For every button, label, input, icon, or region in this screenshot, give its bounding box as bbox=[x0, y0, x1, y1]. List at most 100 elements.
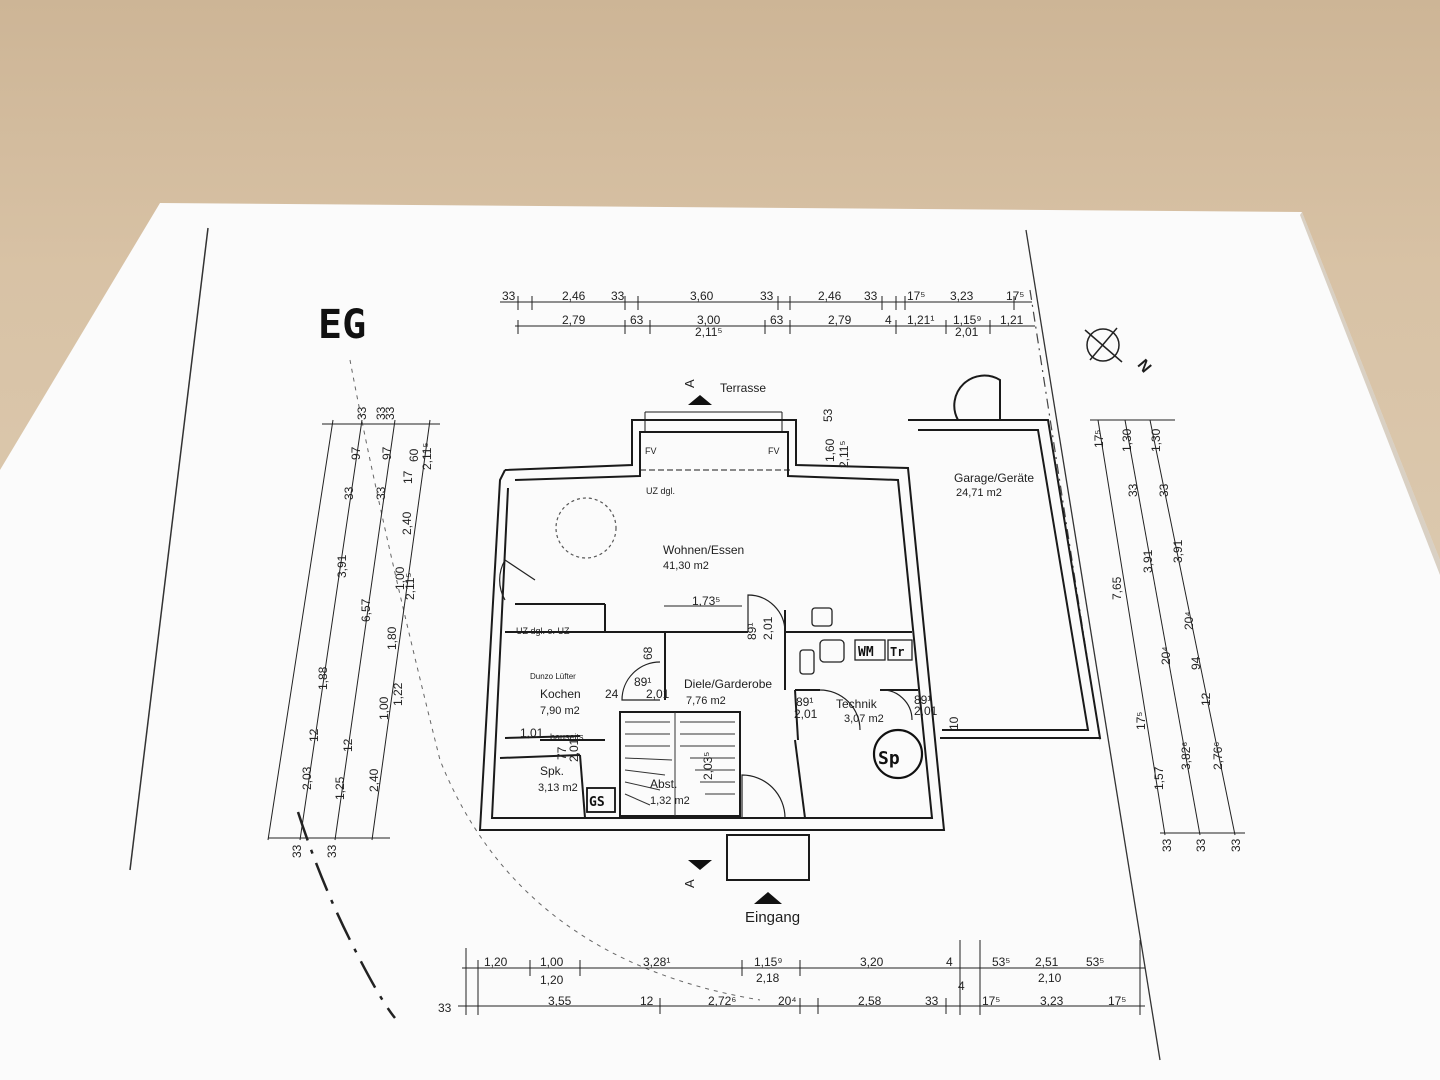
svg-text:33: 33 bbox=[374, 406, 388, 420]
svg-text:33: 33 bbox=[864, 289, 878, 303]
svg-text:Terrasse: Terrasse bbox=[720, 381, 766, 395]
svg-text:2,10: 2,10 bbox=[1038, 971, 1062, 985]
svg-text:2,01: 2,01 bbox=[794, 707, 818, 721]
svg-text:1,15⁹: 1,15⁹ bbox=[754, 955, 783, 969]
svg-text:33: 33 bbox=[925, 994, 939, 1008]
svg-text:2,40: 2,40 bbox=[367, 768, 381, 792]
svg-text:17⁵: 17⁵ bbox=[907, 289, 925, 303]
svg-text:7,65: 7,65 bbox=[1110, 576, 1124, 600]
svg-text:4: 4 bbox=[958, 979, 965, 993]
paper-shadow bbox=[1300, 212, 1440, 575]
section-mark-top: A bbox=[682, 379, 712, 405]
svg-text:12: 12 bbox=[307, 728, 321, 742]
svg-text:63: 63 bbox=[770, 313, 784, 327]
section-mark-bottom: A bbox=[682, 860, 712, 888]
svg-text:1,20: 1,20 bbox=[540, 973, 564, 987]
svg-text:2,11⁵: 2,11⁵ bbox=[420, 443, 434, 470]
svg-text:3,28¹: 3,28¹ bbox=[643, 955, 670, 969]
svg-text:1,32 m2: 1,32 m2 bbox=[650, 795, 690, 807]
svg-text:2,46: 2,46 bbox=[818, 289, 842, 303]
svg-text:2,40: 2,40 bbox=[400, 511, 414, 535]
svg-text:3,82⁶: 3,82⁶ bbox=[1179, 742, 1193, 770]
svg-text:2,79: 2,79 bbox=[562, 313, 586, 327]
top-dimension-chain bbox=[500, 296, 1035, 334]
svg-text:53: 53 bbox=[821, 408, 835, 422]
svg-text:4: 4 bbox=[885, 313, 892, 327]
svg-text:33: 33 bbox=[374, 486, 388, 500]
left-dimension-labels: 33 97 33 3,91 6,57 1,88 12 2,03 1,25 33 … bbox=[290, 406, 434, 858]
svg-text:17⁵: 17⁵ bbox=[1092, 430, 1106, 448]
left-dimension-chain bbox=[267, 419, 440, 841]
svg-text:1,15⁹: 1,15⁹ bbox=[953, 313, 982, 327]
svg-text:33: 33 bbox=[1194, 838, 1208, 852]
svg-text:33: 33 bbox=[1160, 838, 1174, 852]
svg-text:24: 24 bbox=[605, 687, 619, 701]
svg-text:2,01: 2,01 bbox=[955, 325, 979, 339]
handwritten-annotations: WM Tr Sp GS bbox=[586, 645, 924, 813]
svg-text:1,01: 1,01 bbox=[520, 726, 544, 740]
svg-text:1,88: 1,88 bbox=[316, 666, 330, 690]
svg-text:1,57: 1,57 bbox=[1152, 766, 1166, 790]
bottom-dimension-chain bbox=[458, 940, 1145, 1015]
svg-text:53⁵: 53⁵ bbox=[1086, 955, 1104, 969]
svg-text:2,01: 2,01 bbox=[761, 616, 775, 640]
svg-text:97: 97 bbox=[380, 446, 394, 460]
svg-text:33: 33 bbox=[1126, 483, 1140, 497]
svg-text:33: 33 bbox=[1229, 838, 1243, 852]
svg-text:2,51: 2,51 bbox=[1035, 955, 1059, 969]
svg-text:2,79: 2,79 bbox=[828, 313, 852, 327]
svg-text:FV: FV bbox=[768, 446, 780, 456]
svg-text:1,00: 1,00 bbox=[377, 696, 391, 720]
svg-text:3,00: 3,00 bbox=[697, 313, 721, 327]
svg-text:20⁴: 20⁴ bbox=[778, 994, 797, 1008]
svg-text:17⁵: 17⁵ bbox=[1108, 994, 1126, 1008]
svg-text:1,00: 1,00 bbox=[540, 955, 564, 969]
right-dimension-chain bbox=[1090, 419, 1245, 836]
svg-text:3,91: 3,91 bbox=[335, 554, 349, 578]
svg-text:3,91: 3,91 bbox=[1171, 539, 1185, 563]
svg-text:33: 33 bbox=[611, 289, 625, 303]
top-dimension-labels: 33 2,46 33 3,60 33 2,46 33 17⁵ 3,23 17⁵ … bbox=[502, 289, 1024, 339]
svg-text:12: 12 bbox=[1199, 692, 1213, 706]
svg-text:A: A bbox=[682, 879, 697, 888]
svg-text:2,01: 2,01 bbox=[567, 738, 581, 762]
svg-text:63: 63 bbox=[630, 313, 644, 327]
stair-treads bbox=[624, 712, 735, 816]
svg-text:7,90 m2: 7,90 m2 bbox=[540, 705, 580, 717]
svg-text:33: 33 bbox=[342, 486, 356, 500]
svg-text:41,30 m2: 41,30 m2 bbox=[663, 560, 709, 572]
svg-text:1,30: 1,30 bbox=[1149, 428, 1163, 452]
bottom-dimension-labels: 1,20 1,00 3,28¹ 1,15⁹ 3,20 4 53⁵ 2,51 53… bbox=[438, 955, 1126, 1015]
svg-text:68: 68 bbox=[641, 646, 655, 660]
svg-text:53⁵: 53⁵ bbox=[992, 955, 1010, 969]
svg-text:Eingang: Eingang bbox=[745, 909, 800, 926]
floor-label: EG bbox=[318, 302, 366, 348]
svg-text:UZ dgl.: UZ dgl. bbox=[646, 486, 675, 496]
svg-text:3,91: 3,91 bbox=[1141, 549, 1155, 573]
svg-text:89¹: 89¹ bbox=[634, 675, 651, 689]
svg-text:2,01: 2,01 bbox=[914, 704, 938, 718]
svg-text:24,71 m2: 24,71 m2 bbox=[956, 487, 1002, 499]
svg-text:Diele/Garderobe: Diele/Garderobe bbox=[684, 677, 772, 691]
svg-text:2,11⁵: 2,11⁵ bbox=[695, 325, 722, 339]
svg-text:1,25: 1,25 bbox=[333, 776, 347, 800]
svg-text:3,60: 3,60 bbox=[690, 289, 714, 303]
svg-text:12: 12 bbox=[341, 738, 355, 752]
house-walls bbox=[478, 374, 1102, 881]
svg-text:89¹: 89¹ bbox=[914, 693, 931, 707]
svg-text:33: 33 bbox=[1157, 483, 1171, 497]
svg-text:1,73⁵: 1,73⁵ bbox=[692, 594, 720, 608]
svg-text:Technik: Technik bbox=[836, 697, 878, 711]
svg-text:1,00: 1,00 bbox=[393, 566, 407, 590]
svg-text:89¹: 89¹ bbox=[796, 695, 813, 709]
svg-text:1,21¹: 1,21¹ bbox=[907, 313, 934, 327]
svg-text:3,55: 3,55 bbox=[548, 994, 572, 1008]
svg-text:17⁵: 17⁵ bbox=[1134, 712, 1148, 730]
svg-text:2,11⁵: 2,11⁵ bbox=[837, 441, 851, 468]
svg-text:Garage/Geräte: Garage/Geräte bbox=[954, 471, 1034, 485]
svg-text:33: 33 bbox=[438, 1001, 452, 1015]
svg-text:3,13 m2: 3,13 m2 bbox=[538, 782, 578, 794]
entrance-arrow-icon bbox=[754, 892, 782, 904]
door-swings bbox=[499, 497, 913, 819]
